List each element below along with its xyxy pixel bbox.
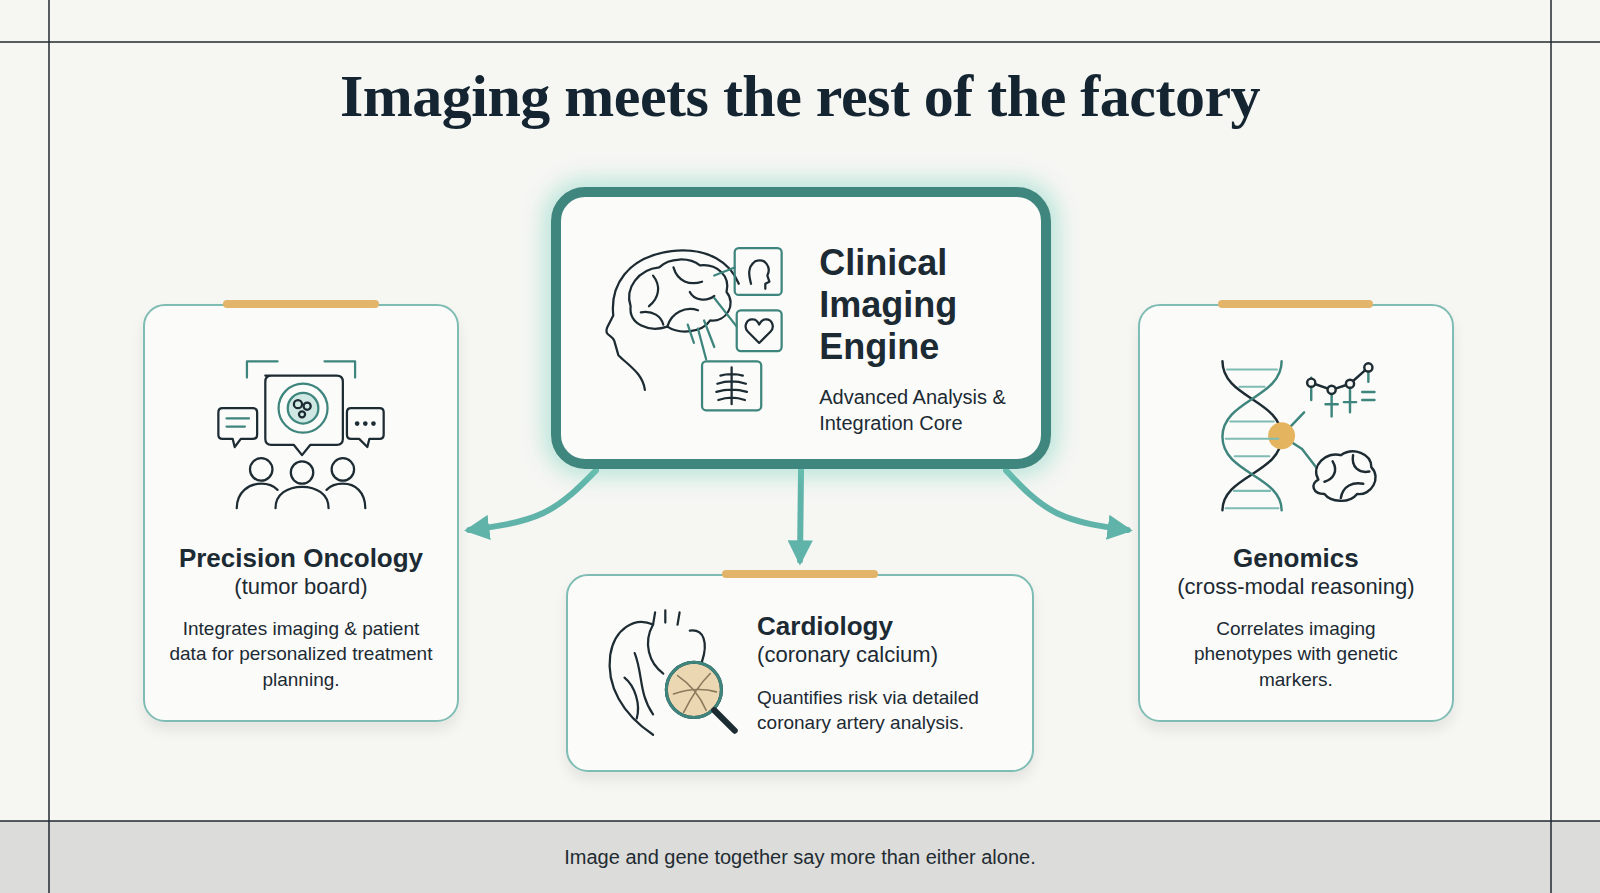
icon-stroke <box>364 422 366 424</box>
box-fill <box>566 574 1033 772</box>
node-subtitle: (cross-modal reasoning) <box>1154 574 1438 600</box>
icon-stroke <box>1307 379 1315 387</box>
icon-stroke <box>1364 363 1372 371</box>
node-heading: Clinical Imaging Engine <box>819 242 1020 368</box>
icon-stroke <box>227 418 249 426</box>
box-fills <box>143 187 1454 773</box>
node-body: Quantifies risk via detailed coronary ar… <box>757 685 1017 735</box>
icon-stroke <box>291 461 313 483</box>
engine-box: Clinical Imaging EngineAdvanced Analysis… <box>551 187 1051 470</box>
node-body: Correlates imaging phenotypes with genet… <box>1171 616 1421 691</box>
icon-stroke <box>716 367 747 404</box>
node-heading: Genomics <box>1154 543 1438 574</box>
icon-stroke <box>332 458 354 480</box>
dna-rung <box>1227 368 1277 370</box>
domain-card: Precision Oncology(tumor board) Integrate… <box>143 304 459 722</box>
icon-stroke <box>714 710 734 730</box>
icon-stroke <box>1269 424 1293 448</box>
icon-stroke <box>1311 367 1368 389</box>
box-fill <box>143 304 459 722</box>
icon-stroke <box>624 625 663 719</box>
icon-stroke <box>735 248 782 295</box>
icon-stroke <box>749 260 769 288</box>
engine-icon <box>606 248 781 410</box>
icon-stroke <box>237 484 366 508</box>
title: Imaging meets the rest of the factory <box>0 62 1600 131</box>
icon-stroke <box>48 0 50 893</box>
tumor-board-icon <box>218 361 383 508</box>
icon-stroke <box>1346 380 1354 388</box>
icon-stroke <box>0 821 1600 893</box>
icon-stroke <box>218 408 257 447</box>
icon-stroke <box>737 310 782 351</box>
domain-card: Genomics(cross-modal reasoning) Correlate… <box>1138 304 1454 722</box>
icon-stroke <box>294 400 302 408</box>
icon-stroke <box>288 393 319 424</box>
icon-stroke <box>279 384 328 433</box>
dna-rung <box>1239 386 1264 388</box>
icon-stroke <box>1311 365 1368 416</box>
icon-stroke <box>1326 392 1375 404</box>
icon-stroke <box>702 361 761 410</box>
icon-stroke <box>299 411 305 417</box>
dna-icon <box>1222 361 1375 510</box>
icon-stroke <box>1313 452 1375 501</box>
icon-stroke <box>372 422 374 424</box>
icon-stroke <box>0 820 1600 822</box>
flow-arrow <box>1006 470 1128 530</box>
accent-tab <box>722 570 877 578</box>
icon-stroke <box>356 422 358 424</box>
icon-stroke <box>698 267 737 359</box>
node-body: Advanced Analysis & Integration Core <box>819 384 1020 437</box>
domain-card: Cardiology(coronary calcium) Quantifies r… <box>566 574 1033 772</box>
heart-icon <box>610 610 735 734</box>
dna-rung <box>1234 490 1270 492</box>
accent-tab <box>223 300 378 308</box>
node-subtitle: (tumor board) <box>159 574 443 600</box>
node-subtitle: (coronary calcium) <box>757 642 1017 668</box>
dna-rung <box>1226 507 1279 509</box>
box-fill <box>1138 304 1454 722</box>
icon-stroke <box>1550 0 1552 893</box>
icon-stroke <box>1328 386 1336 394</box>
node-heading: Cardiology <box>757 611 1017 642</box>
icon-stroke <box>304 403 311 410</box>
icon-stroke <box>746 319 773 343</box>
icon-stroke <box>347 408 384 447</box>
dna-rung <box>1235 455 1270 457</box>
node-body: Integrates imaging & patient data for pe… <box>162 616 440 691</box>
accent-tab <box>1218 300 1373 308</box>
flow-arrow <box>469 470 596 530</box>
box-fill <box>551 187 1051 470</box>
caption: Image and gene together say more than ei… <box>0 846 1600 869</box>
dna-rung <box>1230 420 1274 422</box>
icon-stroke <box>606 250 738 389</box>
icon-stroke <box>0 41 1600 43</box>
icon-stroke <box>641 267 714 326</box>
icon-stroke <box>250 458 272 480</box>
dna-rung <box>1226 438 1279 440</box>
icon-stroke <box>265 376 343 456</box>
icon-stroke <box>673 674 716 713</box>
icon-stroke <box>629 259 730 331</box>
icon-stroke <box>1324 455 1369 498</box>
node-heading: Precision Oncology <box>159 543 443 574</box>
flow-arrow <box>800 470 801 560</box>
